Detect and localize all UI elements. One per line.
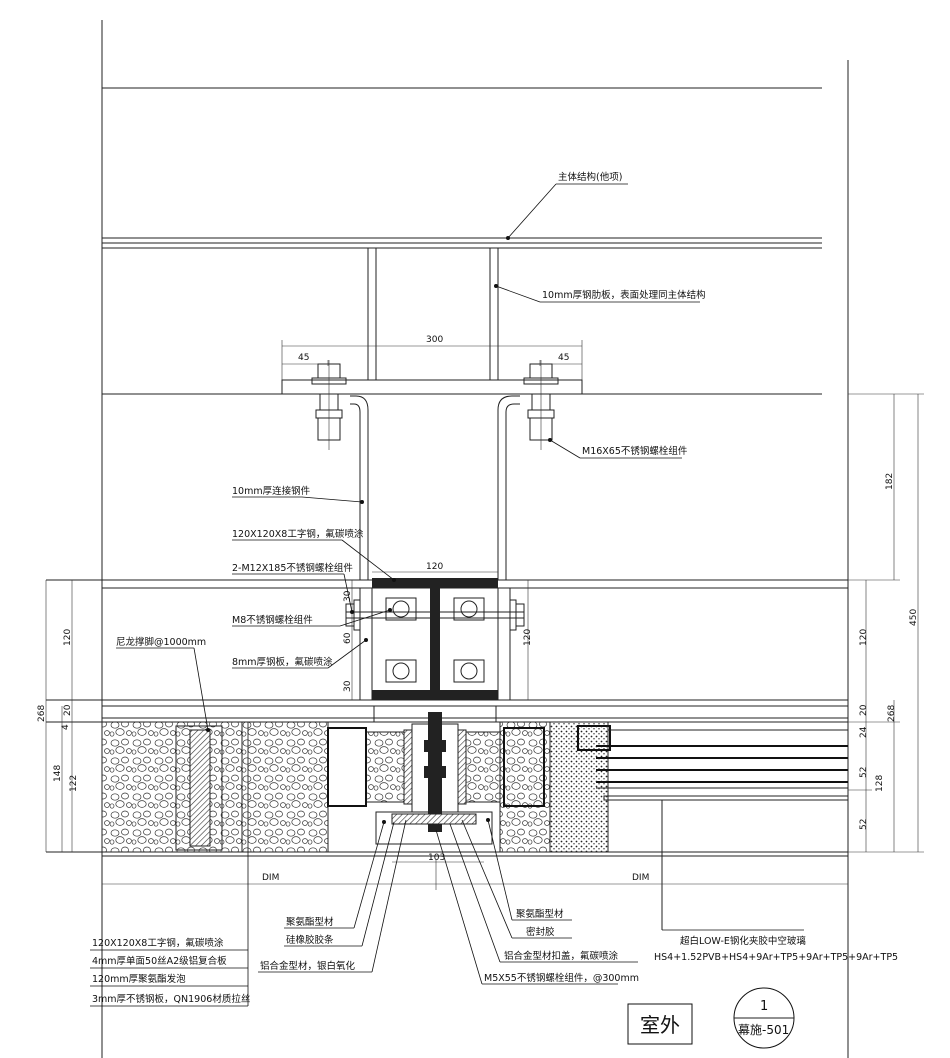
leaders (90, 183, 804, 1007)
title-block: 室外 1 幕施-501 (627, 987, 795, 1049)
dim-120-left: 120 (63, 629, 73, 646)
dim-30-b: 30 (343, 680, 353, 692)
foam-panels (101, 721, 551, 853)
dim-left-dim: DIM (262, 873, 279, 883)
label-bolt-m16: M16X65不锈钢螺栓组件 (582, 445, 688, 457)
dim-24: 24 (859, 726, 869, 738)
dim-148: 148 (53, 765, 63, 782)
legend-item-4: 3mm厚不锈钢板，QN1906材质拉丝 (92, 993, 250, 1005)
label-glass-line1: 超白LOW-E钢化夹胶中空玻璃 (680, 935, 806, 947)
frame-lines (46, 20, 849, 1058)
dimension-lines (45, 340, 924, 890)
label-pu-profile-right: 聚氨酯型材 (516, 908, 564, 920)
dim-128: 128 (875, 775, 885, 792)
dim-52-b: 52 (859, 819, 869, 830)
m16-bolt-left (311, 360, 347, 450)
label-sealant: 密封胶 (526, 926, 555, 938)
dim-4-left: 4 (61, 724, 71, 730)
label-bolt-m5: M5X55不锈钢螺栓组件，@300mm (484, 972, 639, 984)
dim-right-dim: DIM (632, 873, 649, 883)
label-connect-steel: 10mm厚连接钢件 (232, 485, 311, 497)
outside-box (627, 1003, 693, 1045)
dim-103: 103 (428, 853, 445, 863)
labels: 主体结构(他项) 10mm厚钢肋板，表面处理同主体结构 M16X65不锈钢螺栓组… (92, 171, 898, 1005)
label-al-profile: 铝合金型材，银白氧化 (260, 960, 356, 972)
dim-268-left: 268 (37, 705, 47, 722)
dim-122: 122 (69, 775, 79, 792)
sheet-number: 幕施-501 (738, 1023, 789, 1037)
connecting-steel (350, 395, 520, 580)
glass-unit (549, 721, 849, 930)
detail-number: 1 (760, 999, 768, 1014)
legend-item-2: 4mm厚单面50丝A2级铝复合板 (92, 955, 227, 967)
label-nylon-pad: 尼龙撑脚@1000mm (116, 636, 206, 648)
legend-item-1: 120X120X8工字钢，氟碳喷涂 (92, 937, 224, 949)
label-silicone-strip: 硅橡胶胶条 (286, 934, 334, 946)
label-steel-rib-plate: 10mm厚钢肋板，表面处理同主体结构 (542, 289, 706, 301)
dim-20-left: 20 (63, 704, 73, 716)
dim-268-right: 268 (887, 705, 897, 722)
dim-450: 450 (909, 609, 919, 626)
dim-60: 60 (343, 632, 353, 644)
label-main-structure: 主体结构(他项) (558, 171, 622, 183)
label-bolt-m12: 2-M12X185不锈钢螺栓组件 (232, 562, 353, 574)
label-bolt-m8: M8不锈钢螺栓组件 (232, 614, 313, 626)
label-glass-line2: HS4+1.52PVB+HS4+9Ar+TP5+9Ar+TP5+9Ar+TP5 (654, 952, 898, 963)
m16-bolt-right (523, 360, 559, 450)
dim-120-right: 120 (523, 629, 533, 646)
dim-45-left: 45 (298, 353, 309, 363)
dim-120-top: 120 (426, 562, 443, 572)
aluminium-profiles (327, 705, 545, 845)
dim-120-rr: 120 (859, 629, 869, 646)
label-steel-plate-8: 8mm厚钢板，氟碳喷涂 (232, 656, 333, 668)
legend-item-3: 120mm厚聚氨酯发泡 (92, 973, 186, 985)
outside-label: 室外 (640, 1013, 680, 1037)
dim-20-right: 20 (859, 704, 869, 716)
dim-45-right: 45 (558, 353, 569, 363)
label-pu-profile-left: 聚氨酯型材 (286, 916, 334, 928)
steel-rib-plates (281, 247, 583, 395)
dim-30-a: 30 (343, 590, 353, 602)
i-beam (345, 578, 525, 701)
dim-300: 300 (426, 335, 443, 345)
label-i-beam-top: 120X120X8工字钢，氟碳喷涂 (232, 528, 364, 540)
dim-52-a: 52 (859, 767, 869, 778)
label-al-cap: 铝合金型材扣盖，氟碳喷涂 (504, 950, 619, 962)
dimension-texts: 300 45 45 120 30 60 30 120 120 268 20 4 … (37, 335, 919, 883)
dim-182: 182 (885, 473, 895, 490)
